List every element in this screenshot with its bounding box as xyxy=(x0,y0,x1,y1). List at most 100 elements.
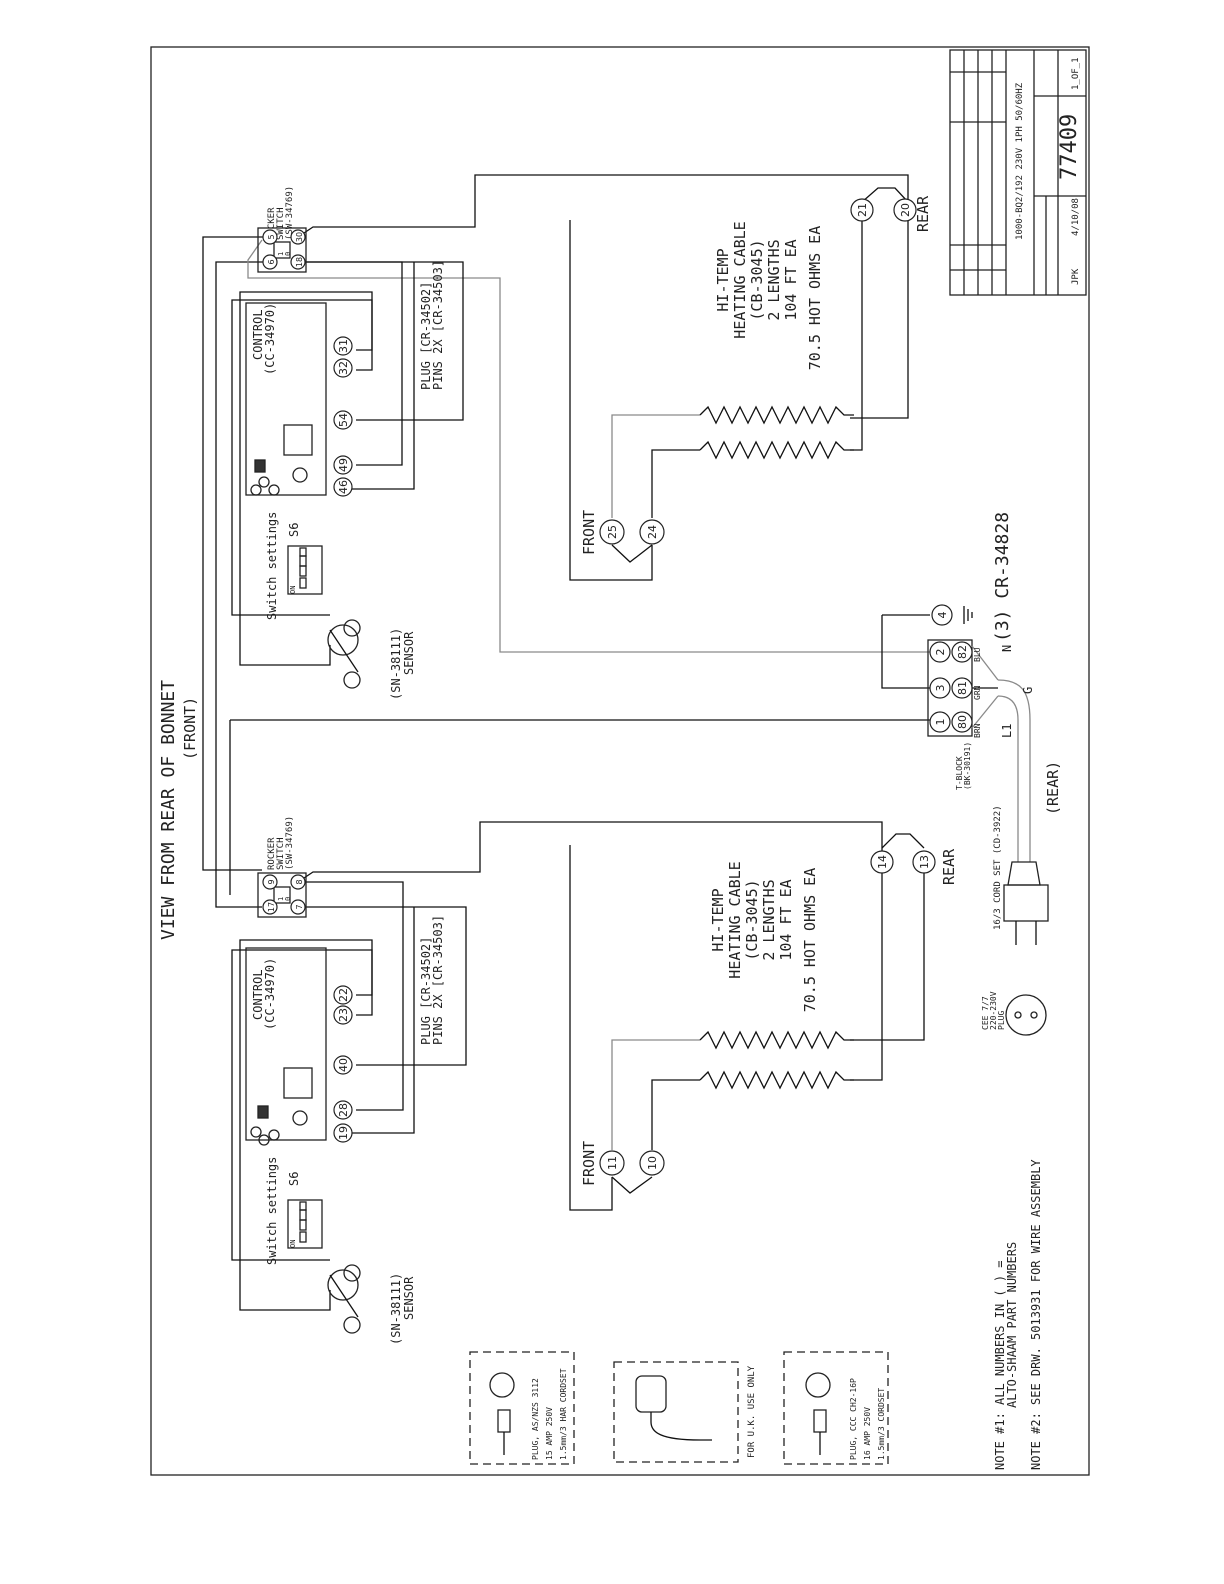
terminal-label: 18 xyxy=(295,257,304,267)
note-1a: NOTE #1: ALL NUMBERS IN ( ) = xyxy=(993,1260,1007,1470)
svg-text:HEATING CABLE: HEATING CABLE xyxy=(731,221,749,338)
terminal-81: 81 xyxy=(951,677,973,699)
terminal-label: 10 xyxy=(646,1156,659,1170)
title-block: 1000-BQ2/192 230V 1PH 50/60HZ 77409 1_OF… xyxy=(949,49,1087,296)
terminal-label: 17 xyxy=(267,902,276,912)
svg-text:SWITCH: SWITCH xyxy=(276,207,286,240)
terminal-10: 10 xyxy=(639,1150,665,1176)
control-board-lower: CONTROL (CC-34970) PLUG [CR-34502] PINS … xyxy=(245,915,445,1146)
terminal-circle xyxy=(599,519,625,545)
svg-text:(SW-34769): (SW-34769) xyxy=(285,186,295,240)
terminal-9: 9 xyxy=(262,874,278,890)
sensor-lower: (SN-38111) SENSOR xyxy=(327,1264,416,1345)
terminal-label: 14 xyxy=(876,855,889,869)
terminal-label: 82 xyxy=(956,645,969,659)
terminal-circle xyxy=(333,1123,353,1143)
terminal-circle xyxy=(290,229,306,245)
terminal-circle xyxy=(290,874,306,890)
svg-text:(CB-3045): (CB-3045) xyxy=(743,879,761,960)
terminal-circle xyxy=(333,477,353,497)
terminal-label: 6 xyxy=(267,259,276,264)
svg-text:1.5mm/3 CORDSET: 1.5mm/3 CORDSET xyxy=(877,1388,886,1460)
heating-element-upper-2 xyxy=(699,440,854,460)
svg-text:SENSOR: SENSOR xyxy=(402,631,416,675)
switch-settings-upper: Switch settings S6 ON xyxy=(265,512,323,620)
terminal-label: 20 xyxy=(899,203,912,217)
terminal-circle xyxy=(951,641,973,663)
plug-label-lower-2: PINS 2X [CR-34503] xyxy=(431,915,445,1045)
terminal-23: 23 xyxy=(333,1005,353,1025)
terminal-circle xyxy=(262,899,278,915)
plug-label: PLUG xyxy=(997,1011,1006,1030)
terminal-circle xyxy=(333,985,353,1005)
alt-plug-uk: FOR U.K. USE ONLY xyxy=(613,1361,757,1463)
terminal-32: 32 xyxy=(333,358,353,378)
svg-text:1: 1 xyxy=(277,252,285,256)
terminal-label: 13 xyxy=(918,855,931,869)
terminal-label: 9 xyxy=(267,879,276,884)
terminal-circle xyxy=(951,711,973,733)
plug-label-upper-1: PLUG [CR-34502] xyxy=(419,282,433,390)
svg-text:(SW-34769): (SW-34769) xyxy=(285,816,295,870)
svg-text:Switch settings: Switch settings xyxy=(265,1157,279,1265)
plug-type: CEE 7/7 xyxy=(981,996,990,1030)
terminal-label: 7 xyxy=(295,904,304,909)
terminal-6: 6 xyxy=(262,254,278,270)
terminal-circle xyxy=(333,1005,353,1025)
terminal-circle xyxy=(262,874,278,890)
heating-element-upper-1 xyxy=(699,405,854,425)
terminal-label: 25 xyxy=(606,525,619,539)
terminal-20: 20 xyxy=(893,198,917,222)
svg-text:ON: ON xyxy=(289,586,297,594)
switch-settings-lower: Switch settings S6 ON xyxy=(265,1157,323,1265)
control-part-lower: (CC-34970) xyxy=(263,958,277,1030)
terminal-label: 22 xyxy=(337,988,350,1002)
note-2: NOTE #2: SEE DRW. 5013931 FOR WIRE ASSEM… xyxy=(1029,1159,1043,1470)
terminal-19: 19 xyxy=(333,1123,353,1143)
rear-label: (REAR) xyxy=(1044,761,1062,815)
terminal-label: 21 xyxy=(856,203,869,217)
svg-text:ROCKER: ROCKER xyxy=(267,837,277,870)
svg-text:FOR U.K. USE ONLY: FOR U.K. USE ONLY xyxy=(747,1365,757,1458)
terminal-circle xyxy=(951,677,973,699)
svg-text:1.5mm/3 HAR CORDSET: 1.5mm/3 HAR CORDSET xyxy=(559,1368,568,1460)
cord-set: 16/3 CORD SET (CD-3922) CEE 7/7 220-230V… xyxy=(981,805,1049,1036)
terminal-circle xyxy=(333,1100,353,1120)
control-label-lower: CONTROL xyxy=(251,969,265,1020)
terminal-4: 4 xyxy=(931,604,953,626)
alt-plug-ccc: PLUG, CCC CH2-16P 16 AMP 250V 1.5mm/3 CO… xyxy=(783,1351,889,1465)
terminal-label: 81 xyxy=(956,681,969,695)
svg-text:HI-TEMP: HI-TEMP xyxy=(714,248,732,311)
terminal-circle xyxy=(639,519,665,545)
terminal-7: 7 xyxy=(290,899,306,915)
terminal-11: 11 xyxy=(599,1150,625,1176)
terminal-8: 8 xyxy=(290,874,306,890)
terminal-label: 31 xyxy=(337,339,350,353)
terminal-40: 40 xyxy=(333,1055,353,1075)
terminal-label: 1 xyxy=(934,719,947,726)
svg-text:16 AMP 250V: 16 AMP 250V xyxy=(863,1407,872,1460)
terminal-80: 80 xyxy=(951,711,973,733)
rocker-switch-lower: ROCKER SWITCH (SW-34769) 1 0 xyxy=(257,816,307,918)
svg-text:70.5 HOT OHMS EA: 70.5 HOT OHMS EA xyxy=(801,868,819,1013)
svg-text:Switch settings: Switch settings xyxy=(265,512,279,620)
terminal-54: 54 xyxy=(333,410,353,430)
terminal-46: 46 xyxy=(333,477,353,497)
heating-cable-label-upper: HI-TEMP HEATING CABLE (CB-3045) 2 LENGTH… xyxy=(580,195,932,555)
page-title: VIEW FROM REAR OF BONNET xyxy=(158,680,179,940)
terminal-label: 19 xyxy=(337,1126,350,1140)
drawing-number: 77409 xyxy=(1057,114,1082,180)
svg-text:ON: ON xyxy=(289,1240,297,1248)
t-block-label: T-BLOCK xyxy=(955,756,964,790)
heating-cable-label-lower: HI-TEMP HEATING CABLE (CB-3045) 2 LENGTH… xyxy=(580,848,958,1186)
terminal-circle xyxy=(893,198,917,222)
line-label-n: N xyxy=(1000,645,1014,652)
terminal-label: 5 xyxy=(267,234,276,239)
svg-text:70.5 HOT OHMS EA: 70.5 HOT OHMS EA xyxy=(806,226,824,371)
terminal-1: 1 xyxy=(929,711,951,733)
svg-text:(SN-38111): (SN-38111) xyxy=(389,628,403,700)
terminal-49: 49 xyxy=(333,455,353,475)
terminal-label: 11 xyxy=(606,1156,619,1170)
terminal-label: 24 xyxy=(646,525,659,539)
wire-color-grn: GRN xyxy=(973,685,982,700)
